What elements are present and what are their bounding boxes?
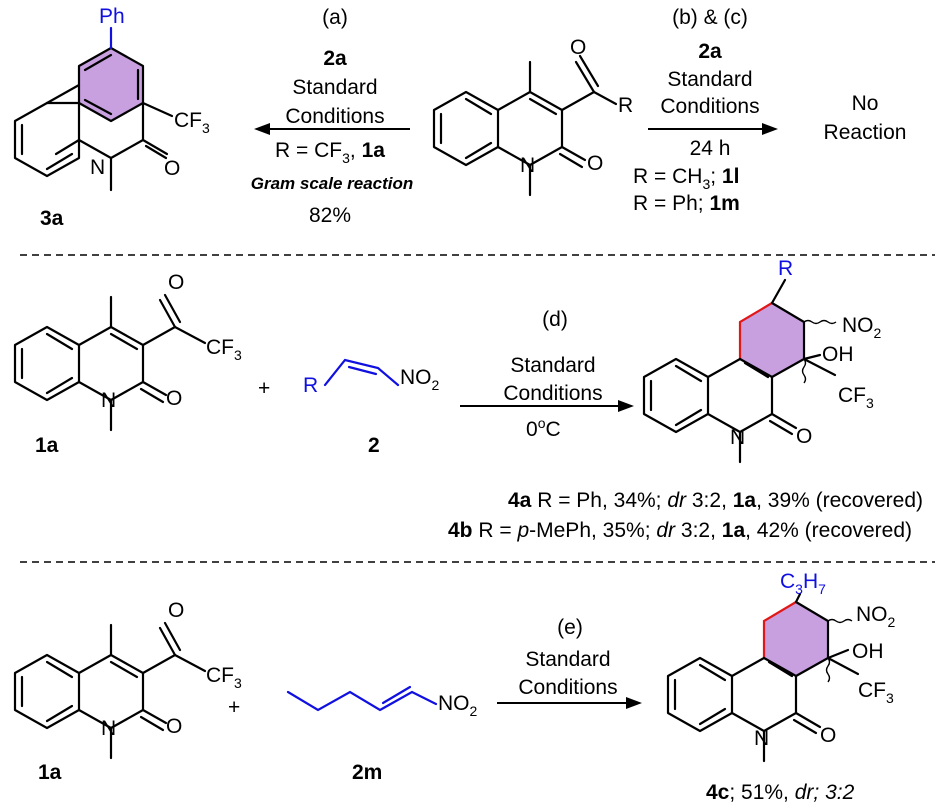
product-3a-o-label: O [164, 157, 180, 180]
nitroalkene-2-structure [323, 358, 400, 387]
conditions-a-line2: Conditions [285, 105, 384, 128]
conditions-d-line2: Conditions [503, 382, 602, 405]
product-3a-cf3-label: CF3 [174, 109, 210, 136]
nitroalkene-no2-label: NO2 [400, 366, 440, 393]
conditions-e-line1: Standard [525, 648, 610, 671]
reagent-bc: 2a [698, 40, 722, 63]
label-a: (a) [322, 6, 348, 29]
product-4ab-cf3-label: CF3 [838, 384, 874, 411]
product-3a-ph-label: Ph [99, 5, 125, 28]
sm-1a-e-n-label: N [101, 717, 116, 740]
product-4ab-o-label: O [796, 425, 812, 448]
start-o2-label: O [587, 152, 603, 175]
time-bc: 24 h [690, 137, 731, 160]
label-d: (d) [542, 308, 568, 331]
product-4ab-no2-label: NO2 [842, 314, 882, 341]
arrow-e-head [626, 697, 642, 709]
product-4c-n-label: N [754, 727, 769, 750]
result-4a-line: 4a R = Ph, 34%; dr 3:2, 1a, 39% (recover… [508, 489, 923, 512]
product-4ab-highlight-ring [740, 303, 804, 377]
product-4ab-n-label: N [730, 426, 745, 449]
arrow-d-head [618, 400, 634, 412]
product-4c-highlight-ring [764, 602, 828, 676]
plus-e: + [228, 696, 240, 719]
condition-bc-r2: R = Ph; 1m [633, 192, 740, 215]
product-3a-highlight-ring [79, 48, 143, 121]
sm-1a-d-o-label: O [168, 271, 184, 294]
start-r-label: R [618, 94, 633, 117]
reagent-a: 2a [323, 47, 347, 70]
nitroalkene-2m-structure [286, 685, 438, 712]
product-4ab-structure [642, 278, 837, 464]
sm-1a-d-n-label: N [101, 389, 116, 412]
sm-1a-d-o2-label: O [166, 387, 182, 410]
product-3a-structure [13, 26, 174, 192]
result-bc-line1: No [852, 92, 879, 115]
result-4c-line: 4c; 51%, dr; 3:2 [706, 781, 855, 804]
arrow-bc-head [762, 123, 778, 135]
sm-1a-e-o-label: O [168, 599, 184, 622]
conditions-bc-line2: Conditions [660, 95, 759, 118]
conditions-a-line1: Standard [292, 76, 377, 99]
sm-1a-e-structure [13, 621, 207, 760]
product-3a-n-label: N [90, 156, 105, 179]
arrow-a-head [254, 123, 270, 135]
label-bc: (b) & (c) [672, 6, 748, 29]
product-4ab-oh-label: OH [822, 343, 854, 366]
product-4c-cf3-label: CF3 [858, 679, 894, 706]
product-4c-no2-label: NO2 [856, 603, 896, 630]
label-e: (e) [557, 616, 583, 639]
product-4c-oh-label: OH [852, 640, 884, 663]
conditions-d-line1: Standard [510, 354, 595, 377]
nitroalkene-r-label: R [303, 374, 318, 397]
sm-1a-d-structure [13, 293, 207, 432]
product-4c-structure [666, 592, 860, 763]
product-3a-label: 3a [40, 207, 64, 230]
product-4ab-r-label: R [778, 257, 793, 280]
sm-1a-e-cf3-label: CF3 [206, 664, 242, 691]
sm-1a-e-o2-label: O [166, 715, 182, 738]
nitroalkene-2m-label: 2m [352, 761, 382, 784]
start-n-label: N [520, 154, 535, 177]
condition-a-r: R = CF3, 1a [275, 139, 385, 166]
start-o-label: O [570, 36, 586, 59]
result-bc-line2: Reaction [824, 121, 907, 144]
nitroalkene-2-label: 2 [368, 434, 380, 457]
conditions-bc-line1: Standard [667, 68, 752, 91]
temperature-d: 0oC [526, 415, 561, 441]
yield-a: 82% [309, 204, 351, 227]
conditions-e-line2: Conditions [518, 676, 617, 699]
product-4c-o-label: O [820, 724, 836, 747]
result-4b-line: 4b R = p-MePh, 35%; dr 3:2, 1a, 42% (rec… [448, 519, 912, 542]
plus-d: + [258, 377, 270, 400]
gram-scale-note: Gram scale reaction [251, 174, 414, 193]
product-4c-c3h7-label: C3H7 [780, 570, 826, 597]
nitroalkene-2m-no2-label: NO2 [438, 692, 478, 719]
starting-material-structure [432, 54, 618, 197]
sm-1a-e-label: 1a [38, 761, 62, 784]
sm-1a-d-cf3-label: CF3 [206, 336, 242, 363]
sm-1a-d-label: 1a [35, 434, 59, 457]
condition-bc-r1: R = CH3; 1l [633, 165, 739, 192]
